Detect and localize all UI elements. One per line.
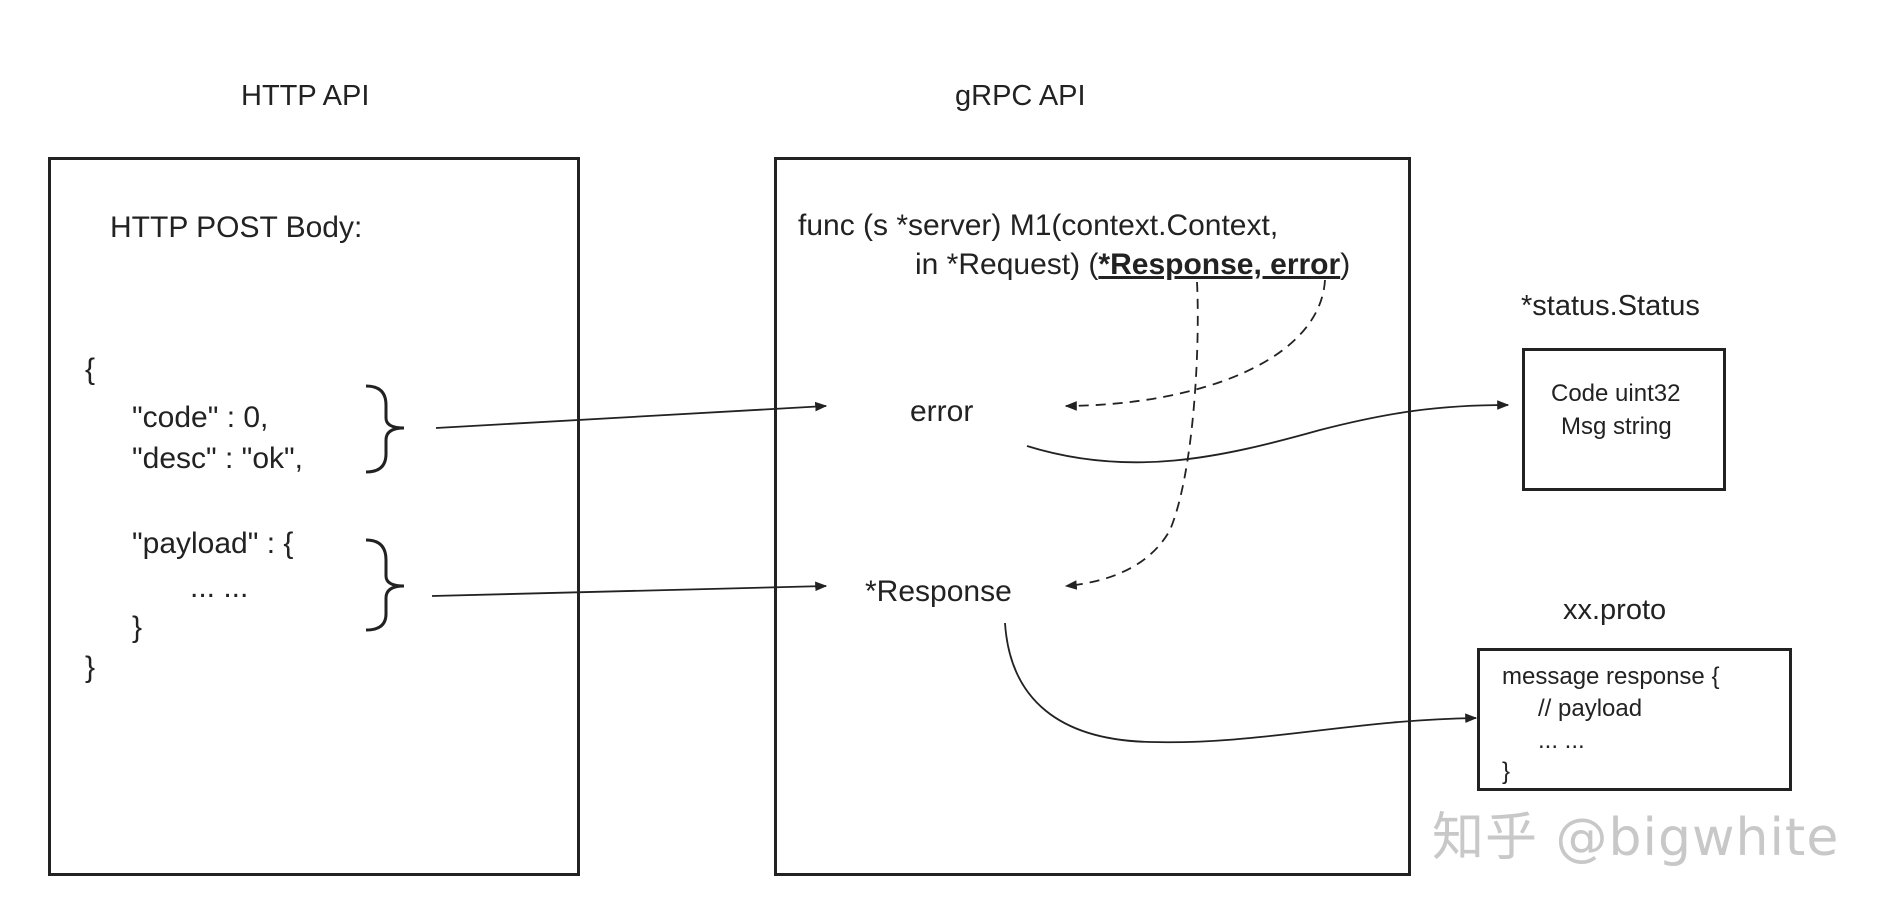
proto-box-title: xx.proto — [1563, 594, 1667, 626]
grpc-signature-returns: *Response, error — [1098, 248, 1341, 281]
proto-message-line: message response { — [1502, 663, 1720, 690]
json-open-brace: { — [85, 353, 96, 386]
grpc-signature-line2: in *Request) (*Response, error) — [915, 250, 1350, 280]
brace-payload — [365, 538, 405, 632]
json-payload-line: "payload" : { — [132, 527, 294, 560]
grpc-panel-title: gRPC API — [955, 80, 1086, 112]
dashed-arrow-response — [1064, 281, 1199, 590]
arrow-error-to-status — [1026, 400, 1510, 464]
http-panel-title: HTTP API — [241, 80, 370, 112]
grpc-response-label: *Response — [865, 575, 1012, 608]
grpc-signature-line1: func (s *server) M1(context.Context, — [798, 209, 1279, 242]
arrow-payload-to-response — [431, 581, 828, 597]
proto-close-brace: } — [1502, 758, 1511, 785]
grpc-panel — [774, 157, 1411, 876]
proto-ellipsis: ... ... — [1538, 727, 1585, 754]
grpc-signature-suffix: ) — [1340, 248, 1351, 281]
status-box-title: *status.Status — [1521, 290, 1700, 322]
proto-payload-comment: // payload — [1538, 695, 1643, 722]
proto-box — [1477, 648, 1792, 791]
arrow-response-to-proto — [1004, 622, 1478, 744]
status-code-field: Code uint32 — [1551, 380, 1681, 407]
grpc-signature-prefix: in *Request) ( — [915, 248, 1099, 281]
status-box — [1522, 348, 1726, 491]
json-desc-line: "desc" : "ok", — [132, 442, 303, 475]
grpc-error-label: error — [910, 395, 974, 428]
status-msg-field: Msg string — [1561, 413, 1672, 440]
dashed-arrow-error — [1064, 279, 1326, 411]
arrow-code-to-error — [435, 401, 828, 429]
json-code-line: "code" : 0, — [132, 401, 269, 434]
watermark: 知乎 @bigwhite — [1432, 808, 1840, 868]
brace-code-desc — [365, 384, 405, 474]
json-close-brace: } — [85, 651, 96, 684]
json-payload-close: } — [132, 611, 143, 644]
http-panel — [48, 157, 580, 876]
json-payload-ellipsis: ... ... — [190, 571, 249, 604]
http-body-label: HTTP POST Body: — [110, 211, 363, 244]
